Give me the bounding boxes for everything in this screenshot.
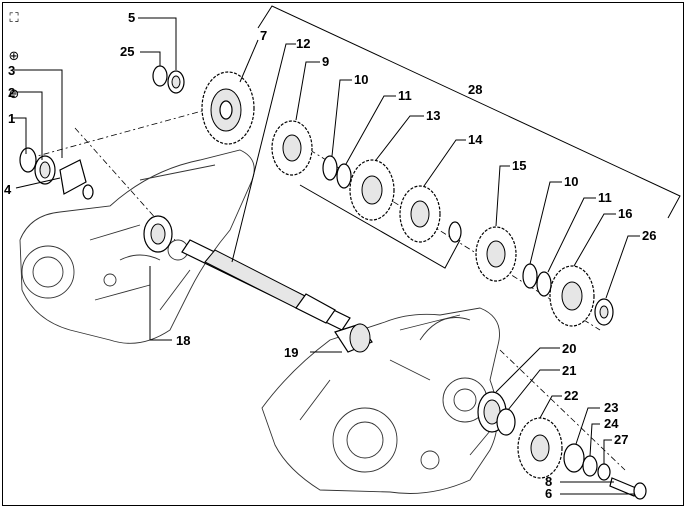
label-part-7: 7 bbox=[260, 28, 267, 43]
spacer-21 bbox=[496, 408, 516, 436]
gear-15 bbox=[475, 226, 517, 282]
zoom-out-icon[interactable]: ⊖ bbox=[8, 86, 20, 102]
label-part-5: 5 bbox=[128, 10, 135, 25]
fit-page-icon[interactable]: ⛶ bbox=[9, 10, 19, 26]
label-part-2: 2 bbox=[8, 85, 15, 100]
label-part-10-lower: 10 bbox=[564, 174, 578, 189]
ring-10-lower bbox=[522, 263, 538, 289]
left-crankcase-outline bbox=[19, 149, 255, 344]
label-part-11-upper: 11 bbox=[398, 88, 412, 103]
gear-set-bracket bbox=[299, 184, 461, 269]
callout-labels: 1 2 3 4 5 25 7 12 9 10 11 13 14 28 15 10… bbox=[4, 10, 656, 501]
label-part-11-lower: 11 bbox=[598, 190, 612, 205]
gear-9 bbox=[271, 120, 313, 176]
label-part-19: 19 bbox=[284, 345, 298, 360]
label-part-27: 27 bbox=[614, 432, 628, 447]
small-ring-14 bbox=[448, 221, 462, 243]
label-part-28: 28 bbox=[468, 82, 482, 97]
washer-24 bbox=[582, 455, 598, 477]
label-part-9: 9 bbox=[322, 54, 329, 69]
label-part-26: 26 bbox=[642, 228, 656, 243]
gear-14 bbox=[399, 185, 441, 243]
ring-11-lower bbox=[536, 271, 552, 297]
label-part-12: 12 bbox=[296, 36, 310, 51]
ring-11-upper bbox=[336, 163, 352, 189]
label-part-8: 8 bbox=[545, 474, 552, 489]
gear-16 bbox=[549, 265, 595, 327]
right-crankcase-outline bbox=[261, 307, 500, 494]
label-part-16: 16 bbox=[618, 206, 632, 221]
bolt-6 bbox=[609, 477, 647, 500]
washers-5-25 bbox=[152, 65, 185, 94]
label-part-23: 23 bbox=[604, 400, 618, 415]
diagram-frame bbox=[2, 2, 684, 506]
label-part-3: 3 bbox=[8, 63, 15, 78]
label-part-14: 14 bbox=[468, 132, 483, 147]
ring-10-upper bbox=[322, 155, 338, 181]
nut-27 bbox=[597, 463, 611, 481]
main-shaft bbox=[181, 239, 351, 331]
washer-23 bbox=[563, 443, 585, 473]
label-part-10-upper: 10 bbox=[354, 72, 368, 87]
left-small-parts bbox=[19, 147, 94, 200]
label-part-25: 25 bbox=[120, 44, 134, 59]
sprocket-22 bbox=[517, 417, 563, 479]
label-part-1: 1 bbox=[8, 111, 15, 126]
gear-13 bbox=[349, 159, 395, 221]
zoom-in-icon[interactable]: ⊕ bbox=[8, 48, 20, 64]
label-part-24: 24 bbox=[604, 416, 619, 431]
gear-7 bbox=[201, 71, 255, 145]
label-part-18: 18 bbox=[176, 333, 190, 348]
label-part-22: 22 bbox=[564, 388, 578, 403]
leader-lines bbox=[12, 17, 640, 495]
bearing-18 bbox=[143, 215, 173, 253]
label-part-15: 15 bbox=[512, 158, 526, 173]
label-part-4: 4 bbox=[4, 182, 12, 197]
label-part-20: 20 bbox=[562, 341, 576, 356]
assembly-bracket-28 bbox=[257, 5, 681, 219]
bushing-19 bbox=[334, 323, 373, 353]
washer-26 bbox=[594, 298, 614, 326]
label-part-13: 13 bbox=[426, 108, 440, 123]
label-part-6: 6 bbox=[545, 486, 552, 501]
label-part-21: 21 bbox=[562, 363, 576, 378]
